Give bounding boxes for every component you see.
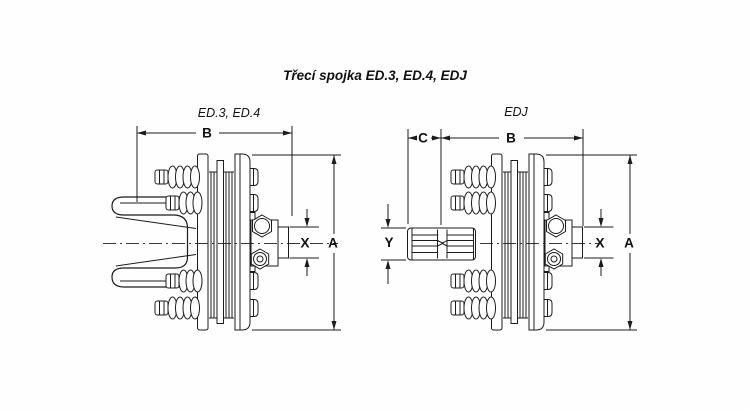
dimension-a-left: A: [252, 154, 341, 331]
dim-label-b-right: B: [506, 131, 516, 146]
dim-label-b-left: B: [202, 126, 212, 141]
dimension-b-left: B: [136, 126, 293, 216]
left-diagram: ED.3, ED.4 B: [103, 106, 341, 331]
right-diagram-label: EDJ: [504, 105, 528, 119]
dim-label-c-right: C: [418, 131, 428, 146]
page-title: Třecí spojka ED.3, ED.4, EDJ: [283, 68, 467, 83]
dimension-a-right: A: [546, 154, 637, 331]
right-diagram: EDJ C: [381, 105, 637, 331]
yoke-fork: [111, 196, 198, 288]
left-diagram-label: ED.3, ED.4: [198, 106, 261, 120]
dimension-c-right: C: [407, 129, 442, 225]
dim-label-x-right: X: [595, 236, 604, 251]
dim-label-y-right: Y: [384, 235, 393, 250]
clutch-body-right: [491, 153, 583, 331]
spring-assemblies-left: [154, 165, 203, 320]
dim-label-a-left: A: [328, 236, 338, 251]
dim-label-x-left: X: [300, 236, 309, 251]
dimension-x-right: X: [584, 209, 614, 276]
splined-shaft: [407, 227, 476, 261]
dimension-x-left: X: [289, 209, 319, 276]
clutch-body-left: [197, 153, 289, 331]
dim-label-a-right: A: [624, 236, 634, 251]
dimension-b-right: B: [441, 129, 584, 226]
dimension-y-right: Y: [381, 204, 406, 284]
